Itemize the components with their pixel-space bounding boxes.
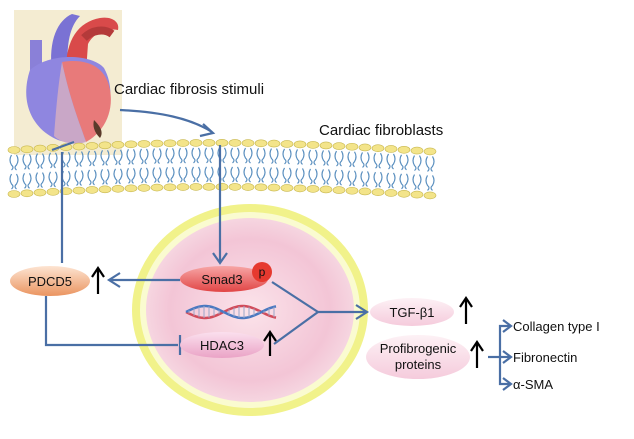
label-asma: α-SMA: [513, 377, 553, 392]
arrowhead: [502, 377, 513, 391]
label-fibroblasts: Cardiac fibroblasts: [319, 122, 443, 139]
label-profibrogenic-2: proteins: [395, 357, 442, 372]
label-profibrogenic-1: Profibrogenic: [380, 341, 457, 356]
inhibit-pdcd5-to-hdac3: [44, 296, 178, 347]
label-fibronectin: Fibronectin: [513, 350, 577, 365]
dna-icon: [185, 304, 277, 320]
arrowhead: [212, 252, 228, 265]
node-pdcd5: [10, 266, 90, 296]
arrowhead: [355, 304, 370, 320]
arrowhead: [502, 319, 513, 333]
arrowhead: [199, 123, 216, 138]
label-collagen: Collagen type I: [513, 319, 600, 334]
node-smad3: [180, 266, 268, 292]
label-tgfb1: TGF-β1: [389, 305, 434, 320]
arrowhead: [106, 272, 121, 288]
arrow-smad3-to-tgfb1: [271, 281, 319, 313]
label-phospho: p: [259, 265, 266, 279]
node-profibrogenic: [366, 335, 470, 379]
arrow-hdac3-to-tgfb1: [273, 311, 319, 345]
nucleus: [132, 204, 368, 416]
arrowhead: [502, 350, 513, 364]
label-smad3: Smad3: [201, 272, 242, 287]
label-stimuli: Cardiac fibrosis stimuli: [114, 81, 264, 98]
cell-membrane: [7, 139, 437, 200]
inhibit-bar: [51, 140, 75, 152]
arrow-stimuli-to-membrane: [119, 108, 213, 133]
up-arrow-icon: [459, 296, 473, 324]
up-arrow-icon: [263, 330, 277, 356]
phospho-badge: [252, 262, 272, 282]
node-tgfb1: [370, 298, 454, 326]
label-hdac3: HDAC3: [200, 338, 244, 353]
bracket: [498, 324, 510, 386]
up-arrow-icon: [91, 266, 105, 294]
node-hdac3: [180, 332, 264, 358]
up-arrow-icon: [470, 340, 484, 368]
label-pdcd5: PDCD5: [28, 274, 72, 289]
heart-icon: [14, 10, 122, 155]
